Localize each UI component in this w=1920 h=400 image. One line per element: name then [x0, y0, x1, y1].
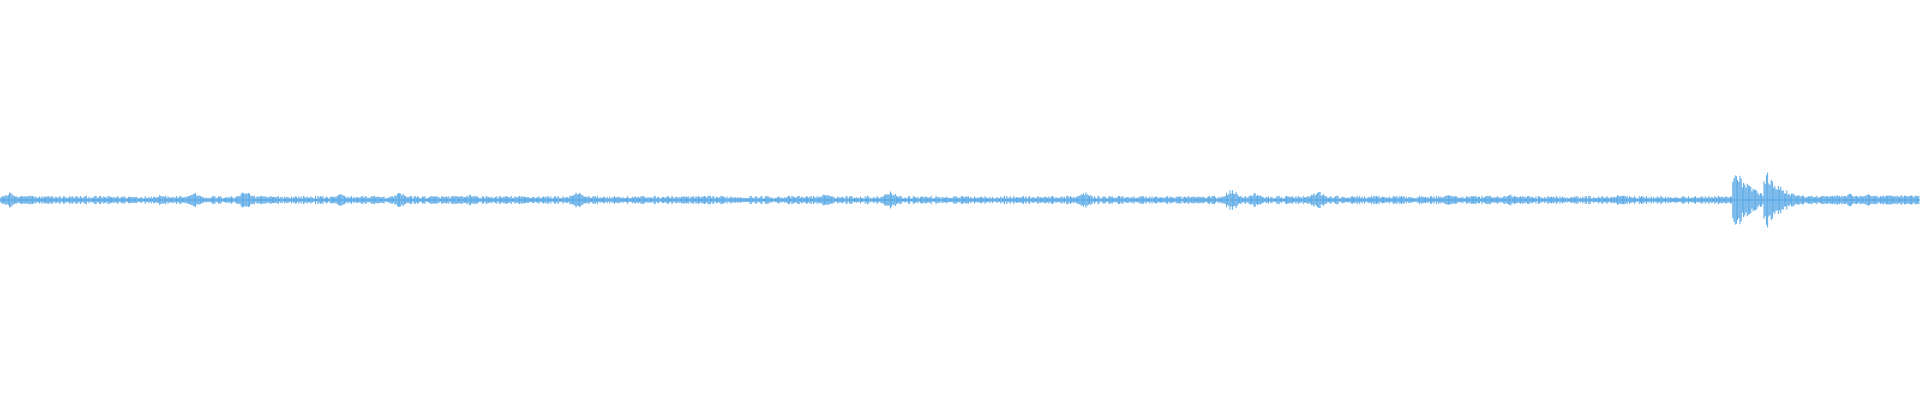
waveform-bars [0, 172, 1920, 228]
